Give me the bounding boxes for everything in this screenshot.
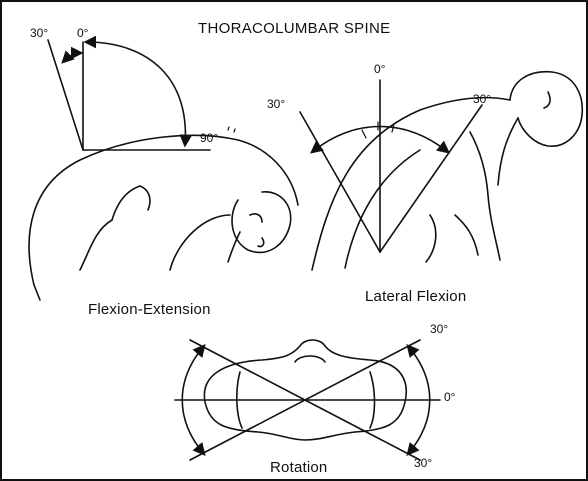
flexion-torso-outline: [29, 135, 298, 285]
flexion-arc: [86, 42, 185, 145]
rotation-illustration: [175, 340, 440, 460]
rotation-caption: Rotation: [270, 460, 327, 475]
lateral-flexion-caption: Lateral Flexion: [365, 289, 466, 304]
lateral-flexion-illustration: [300, 72, 582, 270]
extension-arc: [63, 53, 81, 62]
flexion-extension-illustration: [29, 40, 298, 300]
flexion-arm-outline: [112, 186, 150, 220]
rotation-body-outline: [204, 340, 406, 440]
lateral-neutral-angle-label: 0°: [374, 63, 385, 75]
extension-angle-label: 30°: [30, 27, 48, 39]
flexion-angle-label: 90°: [200, 132, 218, 144]
lateral-left-line: [300, 112, 380, 252]
rotation-top-angle-label: 30°: [430, 323, 448, 335]
flexion-neutral-angle-label: 0°: [77, 27, 88, 39]
lateral-left-angle-label: 30°: [267, 98, 285, 110]
flexion-hip-outline: [34, 285, 40, 300]
rotation-neutral-angle-label: 0°: [444, 391, 455, 403]
figure-title: THORACOLUMBAR SPINE: [198, 21, 390, 36]
extension-line: [48, 40, 83, 150]
rotation-bottom-angle-label: 30°: [414, 457, 432, 469]
lateral-right-angle-label: 30°: [473, 93, 491, 105]
lateral-head-outline: [510, 72, 582, 146]
flexion-extension-caption: Flexion-Extension: [88, 302, 211, 317]
